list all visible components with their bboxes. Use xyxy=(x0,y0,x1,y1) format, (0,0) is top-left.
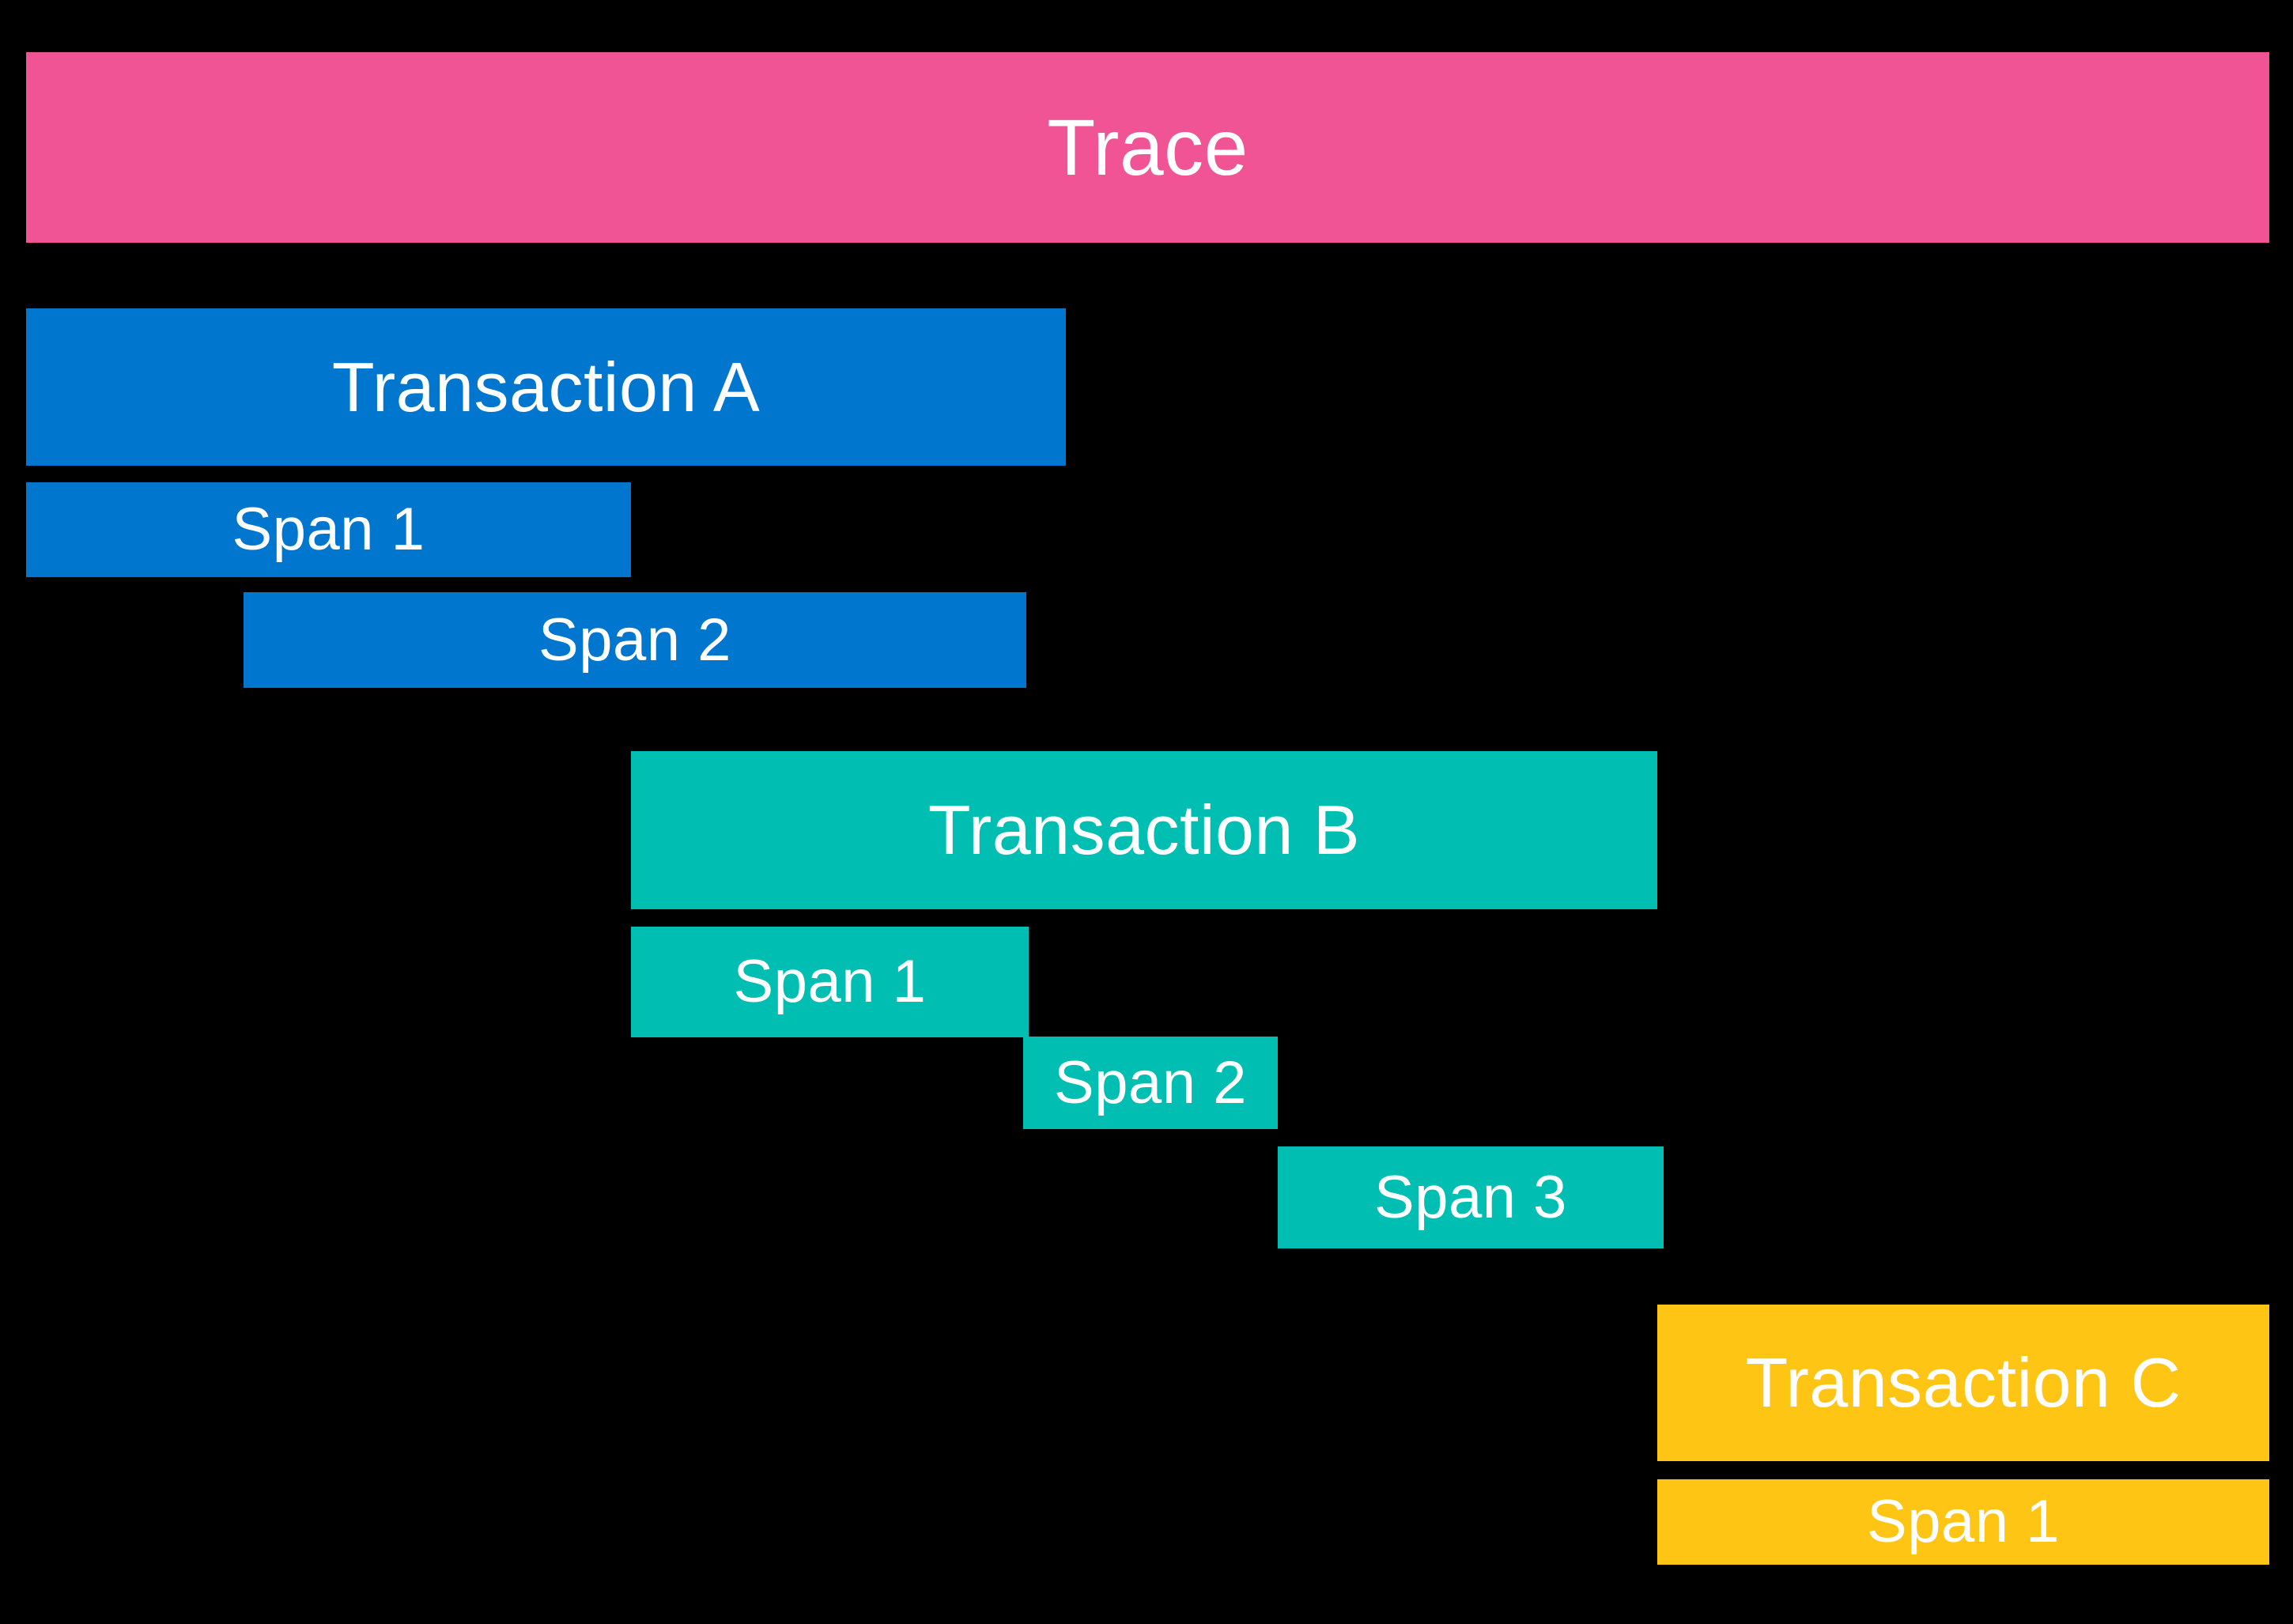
transaction-c-label: Transaction C xyxy=(1745,1343,2182,1422)
transaction-b-span-3-bar[interactable]: Span 3 xyxy=(1278,1146,1664,1248)
transaction-a-bar[interactable]: Transaction A xyxy=(26,308,1066,466)
trace-bar[interactable]: Trace xyxy=(26,52,2269,243)
transaction-a-span-2-label: Span 2 xyxy=(538,606,731,674)
transaction-b-span-2-label: Span 2 xyxy=(1054,1048,1247,1116)
trace-label: Trace xyxy=(1047,103,1248,192)
transaction-c-span-1-label: Span 1 xyxy=(1867,1488,2060,1555)
transaction-a-span-1-bar[interactable]: Span 1 xyxy=(26,482,631,577)
transaction-b-span-2-bar[interactable]: Span 2 xyxy=(1023,1037,1278,1129)
transaction-a-span-1-label: Span 1 xyxy=(232,496,425,563)
transaction-b-bar[interactable]: Transaction B xyxy=(631,751,1657,909)
transaction-c-bar[interactable]: Transaction C xyxy=(1657,1305,2269,1461)
transaction-b-span-1-bar[interactable]: Span 1 xyxy=(631,927,1029,1037)
transaction-b-span-1-label: Span 1 xyxy=(733,948,927,1015)
transaction-a-span-2-bar[interactable]: Span 2 xyxy=(244,592,1026,688)
transaction-c-span-1-bar[interactable]: Span 1 xyxy=(1657,1479,2269,1565)
transaction-b-span-3-label: Span 3 xyxy=(1374,1163,1567,1231)
transaction-b-label: Transaction B xyxy=(927,791,1361,869)
transaction-a-label: Transaction A xyxy=(331,347,761,426)
